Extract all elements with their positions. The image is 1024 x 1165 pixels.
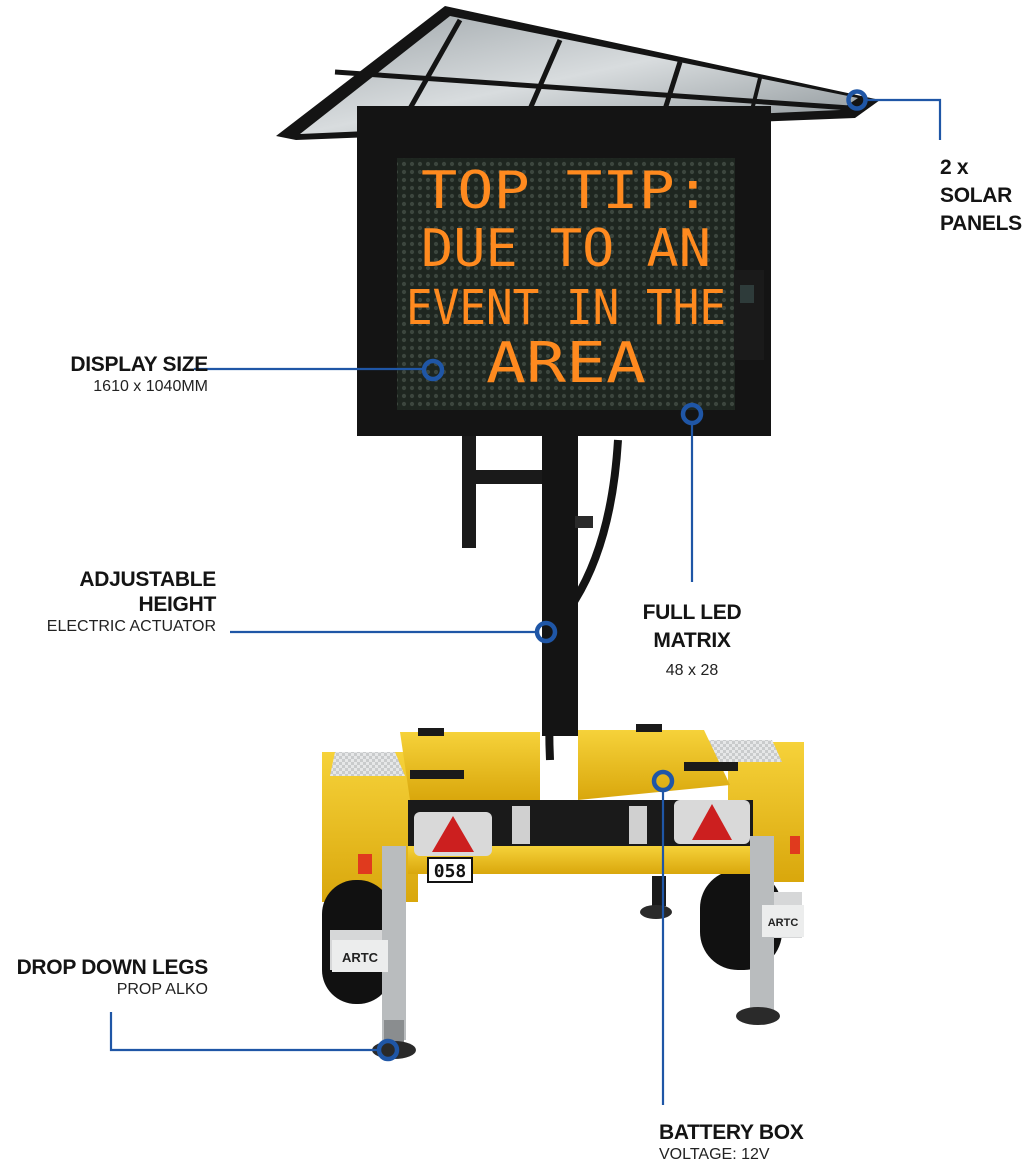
- callout-line-legs: [109, 1012, 378, 1052]
- trailer-brand-left: ARTC: [342, 950, 379, 965]
- label-adjustable-height: ADJUSTABLE HEIGHT ELECTRIC ACTUATOR: [0, 567, 217, 637]
- callout-line-solar: [864, 98, 942, 140]
- battery-sub: VOLTAGE: 12V: [659, 1146, 770, 1163]
- callout-dot-solar: [846, 89, 868, 111]
- legs-sub: PROP ALKO: [116, 981, 208, 998]
- height-title-line-2: HEIGHT: [138, 593, 216, 616]
- legs-title: DROP DOWN LEGS: [16, 956, 209, 979]
- sign-line-1: TOP TIP:: [421, 161, 711, 221]
- label-display-size: DISPLAY SIZE 1610 x 1040MM: [0, 352, 208, 397]
- plate-number: 058: [434, 861, 467, 882]
- callout-dot-led: [680, 402, 704, 426]
- battery-title: BATTERY BOX: [659, 1121, 804, 1144]
- sign-line-2: DUE TO AN: [421, 219, 711, 279]
- display-title: DISPLAY SIZE: [70, 353, 208, 376]
- callout-dot-display: [421, 358, 445, 382]
- trailer: [322, 724, 804, 1059]
- height-title-line-1: ADJUSTABLE: [79, 568, 216, 591]
- mast: [462, 436, 622, 761]
- led-title-line-2: MATRIX: [653, 629, 731, 652]
- sign-line-3: EVENT IN THE: [406, 280, 726, 336]
- callout-dot-height: [534, 620, 558, 644]
- label-full-led-matrix: FULL LED MATRIX 48 x 28: [612, 600, 772, 681]
- led-sign-board: [357, 106, 771, 436]
- label-battery-box: BATTERY BOX VOLTAGE: 12V: [659, 1120, 804, 1165]
- callout-dot-battery: [651, 769, 675, 793]
- solar-title-line-1: 2 x: [940, 156, 969, 179]
- trailer-brand-right: ARTC: [768, 917, 799, 929]
- display-sub: 1610 x 1040MM: [93, 378, 208, 395]
- led-sub: 48 x 28: [665, 662, 719, 679]
- callout-dot-legs: [376, 1038, 400, 1062]
- solar-title-line-3: PANELS: [940, 212, 1022, 235]
- height-sub: ELECTRIC ACTUATOR: [46, 618, 216, 635]
- label-drop-down-legs: DROP DOWN LEGS PROP ALKO: [0, 955, 209, 1000]
- led-title-line-1: FULL LED: [642, 601, 742, 624]
- solar-title-line-2: SOLAR: [940, 184, 1013, 207]
- sign-line-4: AREA: [486, 331, 646, 396]
- label-solar-panels: 2 x SOLAR PANELS: [940, 155, 1022, 236]
